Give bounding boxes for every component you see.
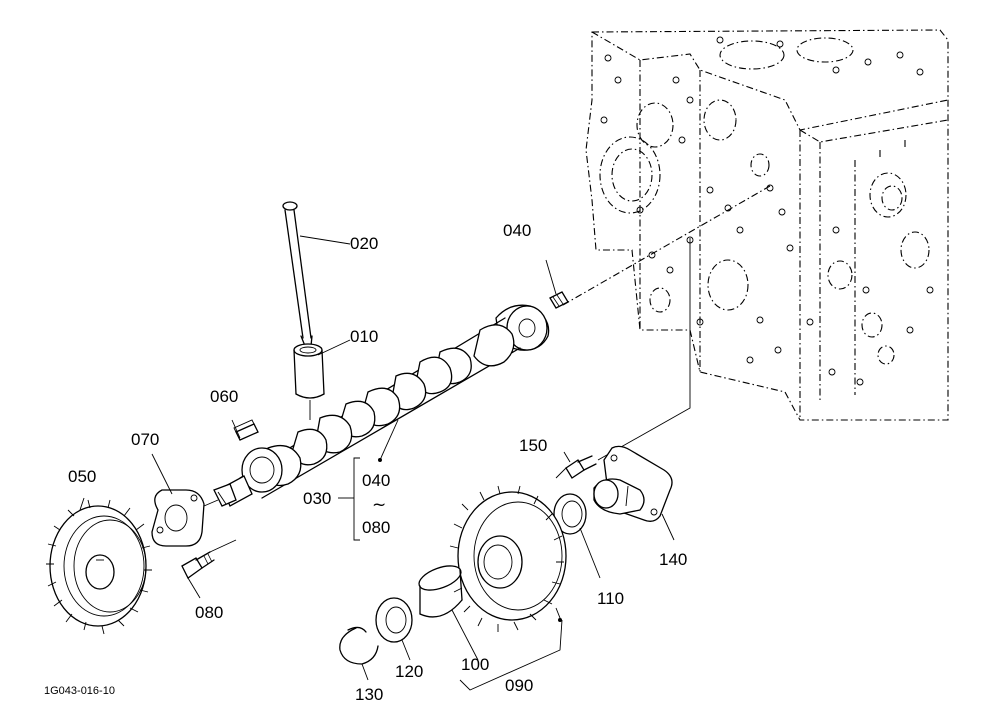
thrust-plate-bolt xyxy=(181,539,237,599)
idle-shaft-bolt xyxy=(563,451,597,479)
gear-axis-line xyxy=(597,238,691,461)
idle-gear-teeth xyxy=(449,485,564,632)
camshaft xyxy=(213,304,550,507)
label-bushing: 100 xyxy=(461,655,489,674)
tappet xyxy=(293,339,351,420)
label-range-start: 040 xyxy=(362,471,390,490)
key xyxy=(233,419,259,441)
label-collar: 110 xyxy=(597,589,624,608)
label-idle-shaft: 140 xyxy=(659,550,687,569)
label-key: 060 xyxy=(210,387,238,406)
label-range-end: 080 xyxy=(362,518,390,537)
idle-gear xyxy=(449,485,567,632)
collar xyxy=(553,493,601,579)
washer xyxy=(375,597,413,661)
label-washer: 120 xyxy=(395,662,423,681)
callout-leaders xyxy=(231,419,567,691)
label-range-separator: ~ xyxy=(372,495,386,515)
label-push-rod: 020 xyxy=(350,234,378,253)
label-plug: 040 xyxy=(503,221,531,240)
drawing-id: 1G043-016-10 xyxy=(44,685,115,697)
bushing xyxy=(418,565,479,661)
engine-block xyxy=(585,29,949,421)
idle-shaft xyxy=(593,445,675,541)
camshaft-axis-line xyxy=(562,185,771,306)
label-thrust-plate-bolt: 080 xyxy=(195,603,223,622)
label-thrust-plate: 070 xyxy=(131,430,159,449)
label-camshaft-assembly: 030 xyxy=(303,489,331,508)
label-idle-gear-assembly: 090 xyxy=(505,676,533,695)
callout-labels: 020 010 040 060 070 050 080 030 040 ~ 08… xyxy=(44,221,687,704)
circlip xyxy=(339,626,379,681)
plug xyxy=(545,259,569,309)
push-rod xyxy=(282,201,351,347)
thrust-plate xyxy=(151,453,219,547)
label-cam-gear: 050 xyxy=(68,467,96,486)
cam-gear xyxy=(46,497,152,635)
label-tappet: 010 xyxy=(350,327,378,346)
label-circlip: 130 xyxy=(355,685,383,704)
cam-gear-teeth xyxy=(46,499,152,635)
label-idle-shaft-bolt: 150 xyxy=(519,436,547,455)
